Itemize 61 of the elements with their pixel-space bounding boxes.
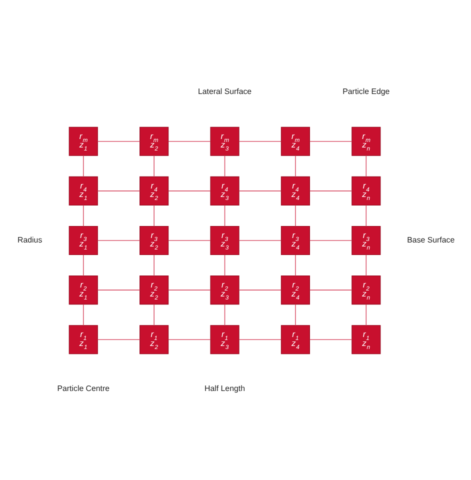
connector <box>153 154 154 177</box>
node-box: r$_{m}$ z$_{1}$ <box>68 126 98 156</box>
node-box: r$_{2}$ z$_{2}$ <box>139 275 168 304</box>
connector <box>365 204 366 226</box>
connector <box>82 154 84 177</box>
connector <box>238 289 282 290</box>
node-box: r$_{1}$ z$_{n}$ <box>351 324 380 354</box>
connector <box>168 289 210 290</box>
node-box: r$_{2}$ z$_{4}$ <box>280 275 310 304</box>
connector <box>96 140 140 142</box>
connector <box>168 338 210 340</box>
connector <box>153 254 154 276</box>
node-box: r$_{4}$ z$_{3}$ <box>210 176 239 205</box>
connector <box>153 204 154 226</box>
connector <box>294 254 296 276</box>
connector <box>82 254 84 276</box>
node-box: r$_{3}$ z$_{1}$ <box>68 225 98 255</box>
connector <box>96 190 140 191</box>
connector <box>82 304 84 326</box>
connector <box>294 154 296 177</box>
node-box: r$_{m}$ z$_{n}$ <box>351 126 380 156</box>
node-box: r$_{1}$ z$_{4}$ <box>280 324 310 354</box>
node-box: r$_{2}$ z$_{n}$ <box>351 275 380 304</box>
connector <box>308 338 352 340</box>
connector <box>308 140 352 142</box>
connector <box>96 338 140 340</box>
connector <box>308 190 352 191</box>
node-box: r$_{3}$ z$_{3}$ <box>210 225 239 255</box>
connector <box>238 140 282 142</box>
node-box: r$_{1}$ z$_{1}$ <box>68 324 98 354</box>
node-box: r$_{4}$ z$_{n}$ <box>351 176 380 205</box>
connector <box>365 304 366 326</box>
node-box: r$_{1}$ z$_{2}$ <box>139 324 168 354</box>
connector <box>224 304 225 326</box>
connector <box>365 254 366 276</box>
connector <box>308 289 352 290</box>
node-box: r$_{2}$ z$_{3}$ <box>210 275 239 304</box>
node-box: r$_{2}$ z$_{1}$ <box>68 275 98 304</box>
connector <box>294 304 296 326</box>
connector <box>238 190 282 191</box>
node-box: r$_{3}$ z$_{4}$ <box>280 225 310 255</box>
connector <box>96 289 140 290</box>
connector <box>82 204 84 226</box>
node-box: r$_{1}$ z$_{3}$ <box>210 324 239 354</box>
node-box: r$_{m}$ z$_{2}$ <box>139 126 168 156</box>
node-box: r$_{3}$ z$_{n}$ <box>351 225 380 255</box>
connector <box>294 204 296 226</box>
connector <box>168 140 210 142</box>
connector <box>224 204 225 226</box>
node-box: r$_{4}$ z$_{2}$ <box>139 176 168 205</box>
node-box: r$_{m}$ z$_{3}$ <box>210 126 239 156</box>
node-box: r$_{4}$ z$_{4}$ <box>280 176 310 205</box>
node-box: r$_{4}$ z$_{1}$ <box>68 176 98 205</box>
connector <box>153 304 154 326</box>
connector <box>365 154 366 177</box>
node-box: r$_{m}$ z$_{4}$ <box>280 126 310 156</box>
node-box: r$_{3}$ z$_{2}$ <box>139 225 168 255</box>
connector <box>224 254 225 276</box>
connector <box>168 190 210 191</box>
connector <box>238 338 282 340</box>
connector <box>224 154 225 177</box>
